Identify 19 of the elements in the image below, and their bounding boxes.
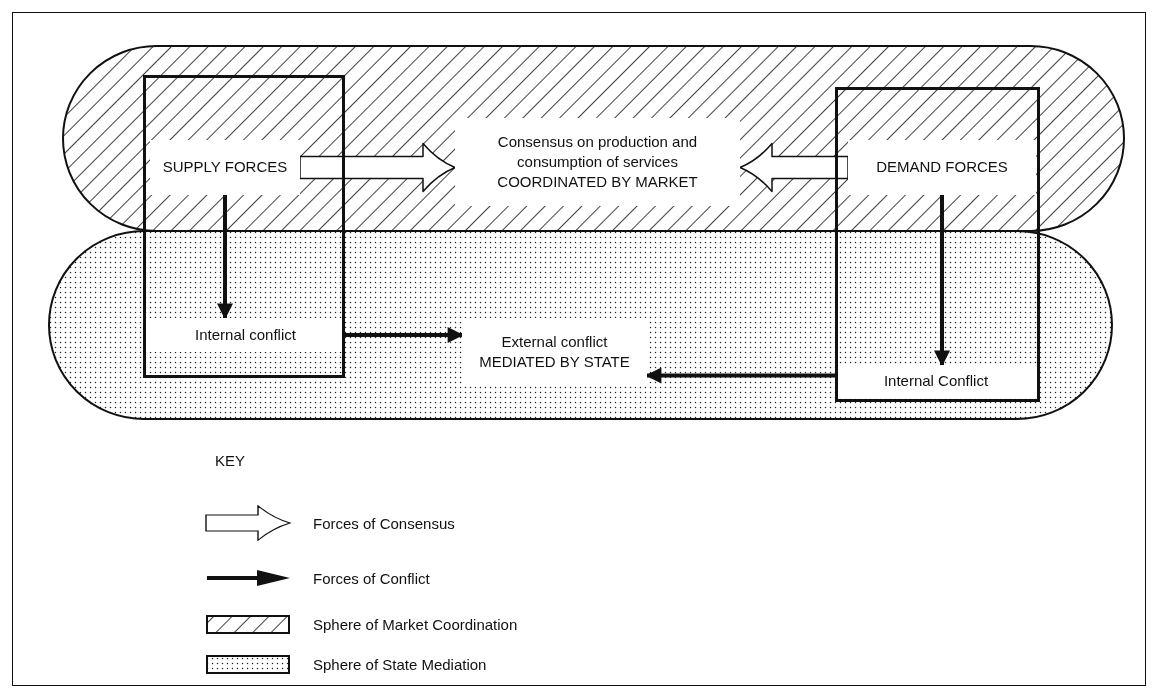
legend-text: Forces of Conflict: [313, 569, 430, 587]
solid-arrow: [345, 327, 464, 343]
legend-text: Sphere of State Mediation: [313, 655, 487, 673]
node-label: SUPPLY FORCES: [150, 140, 300, 195]
node-text: MEDIATED BY STATE: [479, 352, 630, 372]
node-text: External conflict: [501, 331, 608, 352]
hollow-arrow: [739, 142, 849, 193]
solid-arrow: [934, 195, 950, 367]
node-text: Consensus on production and consumption of services: [496, 131, 699, 172]
node-label: Internal conflict: [146, 318, 345, 352]
label-background: [462, 318, 647, 386]
node-label: DEMAND FORCES: [848, 140, 1036, 195]
legend-text: Forces of Consensus: [313, 514, 455, 532]
key-heading: KEY: [215, 452, 245, 469]
hollow-arrow: [299, 142, 456, 193]
node-text: COORDINATED BY MARKET: [497, 172, 698, 193]
solid-arrow: [645, 367, 835, 384]
legend-text: Sphere of Market Coordination: [313, 615, 518, 633]
solid-arrow: [217, 195, 233, 320]
